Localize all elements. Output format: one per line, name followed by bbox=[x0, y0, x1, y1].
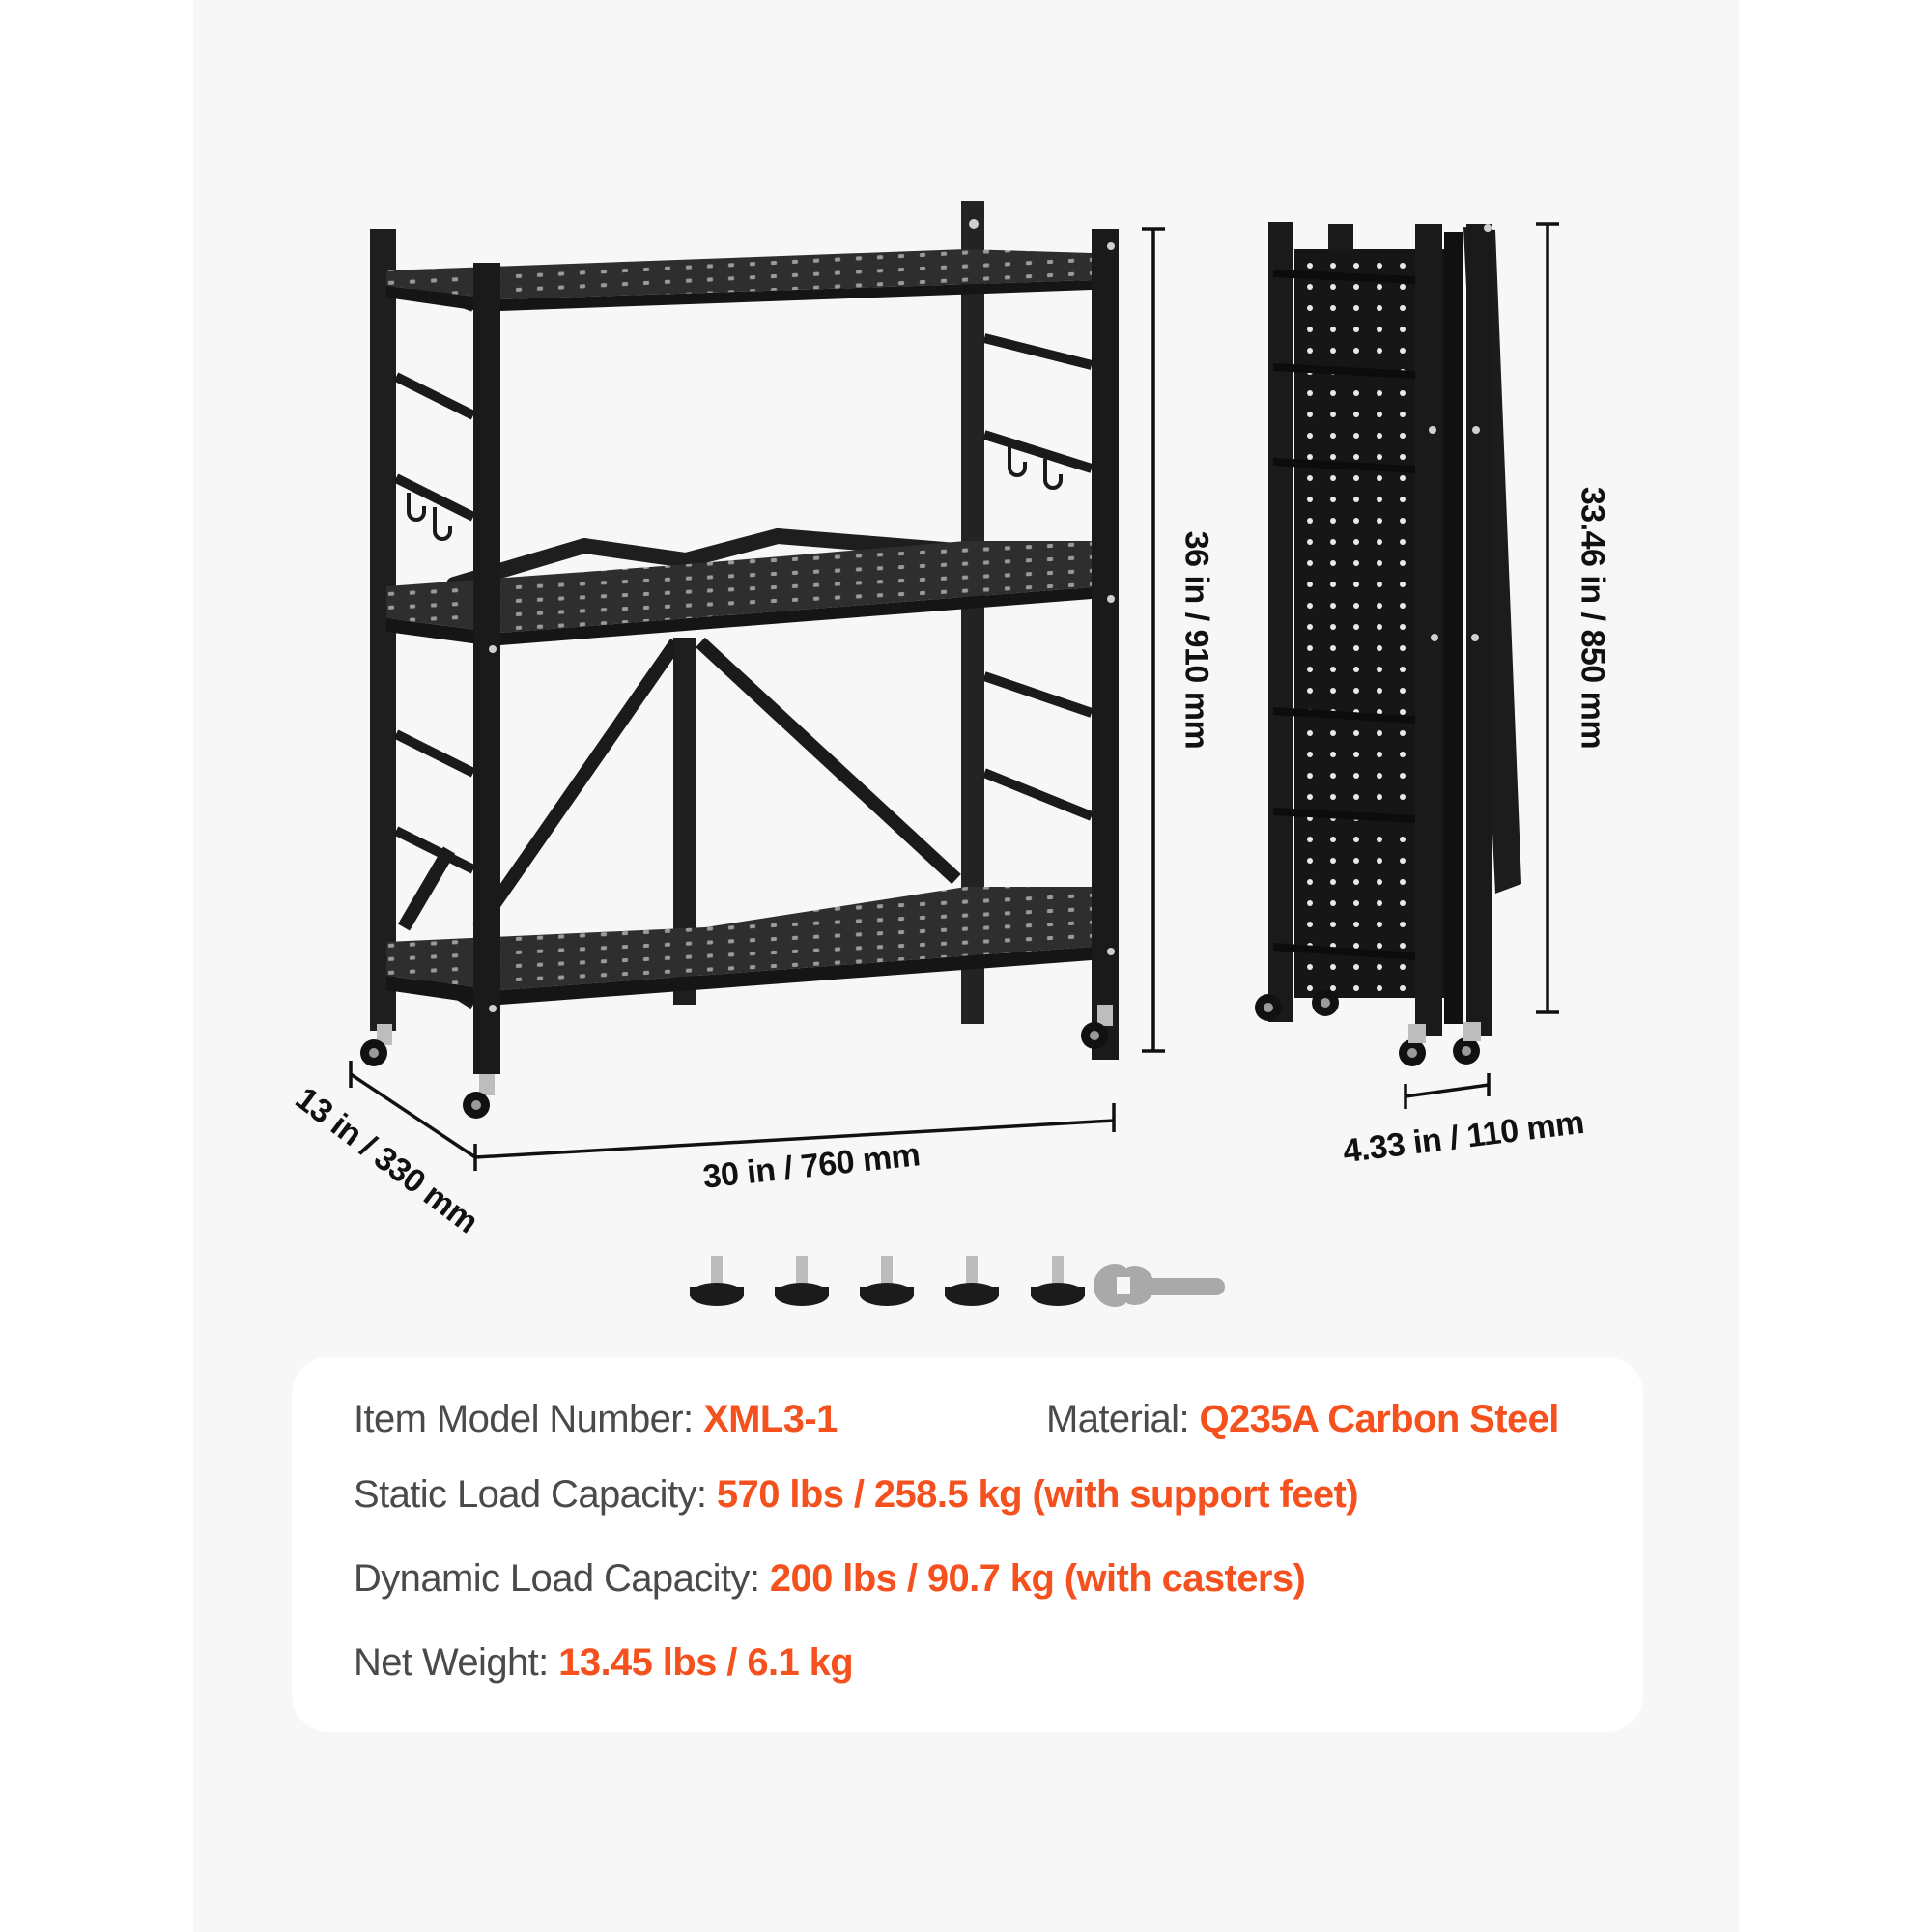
folded-depth-line bbox=[1405, 1083, 1490, 1098]
depth-line bbox=[350, 1072, 476, 1159]
cross-bracing bbox=[397, 637, 961, 931]
wrench-icon bbox=[1093, 1264, 1225, 1307]
height-unfolded-label: 36 in / 910 mm bbox=[1178, 530, 1215, 750]
dimension-lines bbox=[349, 222, 1559, 1171]
support-foot-icon bbox=[1031, 1256, 1085, 1306]
bolts bbox=[489, 219, 1115, 1012]
middle-shelf bbox=[386, 541, 1092, 633]
spec-material-value: Q235A Carbon Steel bbox=[1199, 1398, 1560, 1440]
spec-model-label: Item Model Number: bbox=[354, 1398, 694, 1440]
right-side-rungs bbox=[982, 333, 1094, 821]
folded-shelf bbox=[1255, 222, 1521, 1066]
top-shelf bbox=[386, 249, 1092, 299]
spec-net-weight-value: 13.45 lbs / 6.1 kg bbox=[558, 1641, 854, 1684]
bottom-shelf bbox=[386, 887, 1092, 990]
spec-static-load-label: Static Load Capacity: bbox=[354, 1473, 707, 1516]
front-left-post bbox=[473, 263, 500, 1074]
support-foot-icon bbox=[775, 1256, 829, 1306]
spec-static-load: Static Load Capacity: 570 lbs / 258.5 kg… bbox=[354, 1473, 1359, 1516]
hooks bbox=[407, 446, 1063, 541]
casters bbox=[360, 1005, 1113, 1119]
folded-casters bbox=[1255, 989, 1481, 1066]
width-line bbox=[474, 1119, 1115, 1159]
spec-material-label: Material: bbox=[1046, 1398, 1190, 1440]
support-foot-icon bbox=[690, 1256, 744, 1306]
spec-model-value: XML3-1 bbox=[703, 1398, 838, 1440]
height-folded-label: 33.46 in / 850 mm bbox=[1574, 486, 1611, 750]
support-foot-icon bbox=[860, 1256, 914, 1306]
spec-static-load-value: 570 lbs / 258.5 kg (with support feet) bbox=[716, 1473, 1359, 1516]
support-foot-icon bbox=[945, 1256, 999, 1306]
unfolded-shelf bbox=[360, 201, 1119, 1119]
folded-shelf-rails bbox=[1272, 270, 1416, 960]
spec-panel bbox=[292, 1357, 1643, 1732]
spec-dynamic-load-label: Dynamic Load Capacity: bbox=[354, 1557, 760, 1600]
front-right-post bbox=[1092, 229, 1119, 1060]
spec-net-weight-label: Net Weight: bbox=[354, 1641, 549, 1684]
spec-net-weight: Net Weight: 13.45 lbs / 6.1 kg bbox=[354, 1641, 854, 1684]
support-feet bbox=[690, 1256, 1085, 1306]
spec-model: Item Model Number: XML3-1 bbox=[354, 1400, 838, 1438]
spec-dynamic-load: Dynamic Load Capacity: 200 lbs / 90.7 kg… bbox=[354, 1557, 1306, 1600]
spec-material: Material: Q235A Carbon Steel bbox=[1046, 1400, 1559, 1438]
spec-dynamic-load-value: 200 lbs / 90.7 kg (with casters) bbox=[769, 1557, 1306, 1600]
